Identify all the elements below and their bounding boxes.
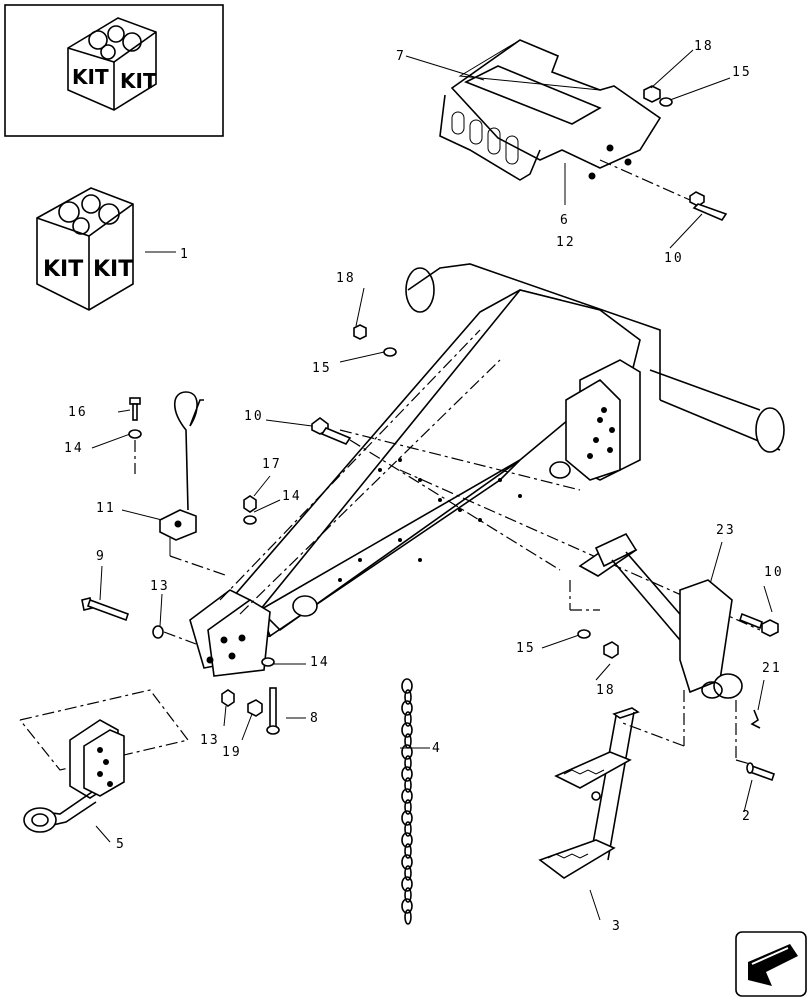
chain-link [404, 799, 412, 815]
nut-icon [221, 689, 235, 707]
washer-icon [577, 629, 591, 639]
callout-c13b: 13 [200, 733, 220, 748]
callout-c10a: 10 [244, 409, 264, 424]
washer-icon [152, 625, 164, 639]
callout-c17: 17 [262, 457, 282, 472]
kit-frame [4, 4, 224, 137]
chain-link [404, 821, 412, 837]
callout-c14b: 14 [282, 489, 302, 504]
bolt-icon [689, 191, 728, 221]
step-plate [405, 39, 691, 205]
nut-icon [243, 495, 257, 513]
arrow-back-icon[interactable] [735, 931, 807, 997]
callout-c3: 3 [612, 919, 622, 934]
callout-c18a: 18 [336, 271, 356, 286]
chain-link [401, 678, 413, 694]
nut-icon [603, 641, 619, 659]
kit-box-icon: KIT KIT [36, 187, 134, 311]
bolt-icon [311, 417, 352, 445]
chain-link [404, 711, 412, 727]
washer-icon [128, 429, 142, 439]
chain-link [404, 843, 412, 859]
callout-c7: 7 [396, 49, 406, 64]
drawbar-frame [189, 263, 785, 677]
callout-c4: 4 [432, 741, 442, 756]
bolt-icon [129, 397, 141, 421]
hose-holder [159, 391, 229, 577]
washer-icon [383, 347, 397, 357]
callout-c12: 12 [556, 235, 576, 250]
callout-c23: 23 [716, 523, 736, 538]
washer-icon [261, 657, 275, 667]
callout-c15c: 15 [516, 641, 536, 656]
kit-label: KIT [72, 65, 109, 89]
callout-c15a: 15 [312, 361, 332, 376]
chain-link [404, 865, 412, 881]
callout-c1: 1 [180, 247, 190, 262]
step-ladder [538, 707, 640, 879]
nut-icon [247, 699, 263, 717]
callout-c18c: 18 [596, 683, 616, 698]
callout-c16: 16 [68, 405, 88, 420]
chain-link [404, 689, 412, 705]
washer-icon [659, 97, 673, 107]
callout-c18b: 18 [694, 39, 714, 54]
callout-c11: 11 [96, 501, 116, 516]
bolt-icon [81, 597, 130, 622]
nut-icon [353, 324, 367, 340]
callout-c10b: 10 [664, 251, 684, 266]
kit-box-icon: KIT KIT [67, 17, 157, 111]
callout-c5: 5 [116, 837, 126, 852]
chain-link [404, 777, 412, 793]
nut-icon [643, 85, 661, 103]
chain-link [401, 832, 413, 848]
washer-icon [243, 515, 257, 525]
callout-c8: 8 [310, 711, 320, 726]
bolt-icon [746, 762, 776, 782]
callout-c13a: 13 [150, 579, 170, 594]
chain-link [401, 700, 413, 716]
bolt-icon [266, 687, 280, 735]
callout-c10c: 10 [764, 565, 784, 580]
chain-link [404, 755, 412, 771]
kit-label: KIT [43, 257, 83, 282]
kit-label: KIT [120, 69, 157, 93]
chain-link [404, 909, 412, 925]
chain-link [404, 733, 412, 749]
callout-c2: 2 [742, 809, 752, 824]
chain-link [404, 887, 412, 903]
chain-link [401, 898, 413, 914]
chain-link [401, 854, 413, 870]
bolt-icon [739, 612, 779, 637]
hitch-clevis [19, 689, 190, 833]
chain-link [401, 766, 413, 782]
callout-c15b: 15 [732, 65, 752, 80]
chain-link [401, 810, 413, 826]
callout-c14a: 14 [64, 441, 84, 456]
callout-c14c: 14 [310, 655, 330, 670]
chain-link [401, 722, 413, 738]
callout-c19: 19 [222, 745, 242, 760]
pin-icon [750, 709, 761, 729]
kit-label: KIT [93, 257, 133, 282]
chain-link [401, 744, 413, 760]
callout-c6: 6 [560, 213, 570, 228]
callout-c21: 21 [762, 661, 782, 676]
callout-c9: 9 [96, 549, 106, 564]
jack-stand [569, 532, 751, 765]
safety-chain [401, 678, 413, 925]
chain-link [401, 788, 413, 804]
chain-link [401, 876, 413, 892]
